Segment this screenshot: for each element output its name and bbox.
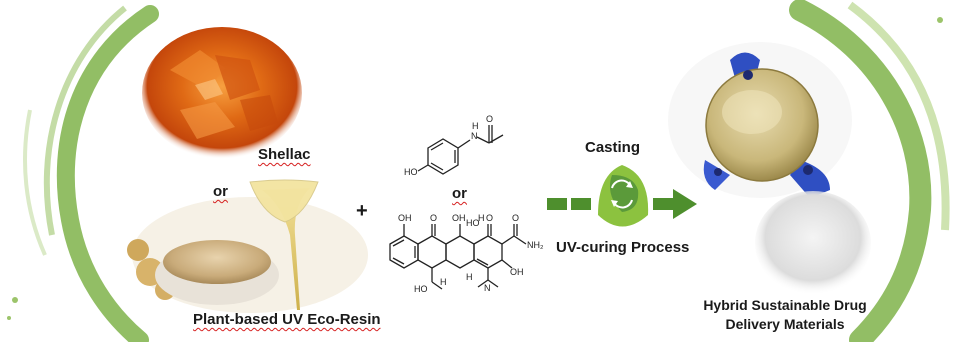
chem-label: O	[430, 213, 438, 223]
or-left-label: or	[213, 183, 228, 200]
white-film-image	[755, 191, 871, 295]
chem-label: N	[484, 283, 491, 293]
film-disc-image	[668, 42, 852, 198]
chem-label: H	[472, 121, 479, 131]
resin-label: Plant-based UV Eco-Resin	[193, 311, 381, 328]
chem-label: OH	[452, 213, 466, 223]
chem-label: H	[440, 277, 447, 287]
tetracycline-structure	[389, 224, 527, 290]
chem-label: OH	[398, 213, 412, 223]
chem-label: HO	[404, 167, 418, 177]
product-label-line1: Hybrid Sustainable Drug	[703, 297, 867, 313]
chem-label: H	[466, 272, 473, 282]
recycle-leaf-icon	[598, 165, 649, 227]
decorative-green-frame	[7, 0, 950, 342]
chem-label: NH₂	[527, 240, 544, 250]
product-label: Hybrid Sustainable Drug Delivery Materia…	[680, 296, 890, 334]
chem-label: O	[486, 213, 494, 223]
plus-sign: +	[356, 200, 368, 222]
chem-label: N	[471, 131, 478, 141]
shellac-label: Shellac	[258, 146, 311, 163]
green-arrow-icon	[547, 198, 591, 210]
uv-curing-label: UV-curing Process	[556, 239, 690, 256]
chem-label: H	[478, 213, 485, 223]
green-arrow-icon	[653, 189, 697, 219]
shellac-image	[142, 27, 302, 159]
chem-label: HO	[414, 284, 428, 294]
chem-label: HO	[466, 218, 480, 228]
chem-label: O	[512, 213, 520, 223]
chem-label: O	[486, 114, 494, 124]
casting-label: Casting	[585, 139, 641, 156]
or-middle-label: or	[452, 185, 467, 202]
chem-label: OH	[510, 267, 524, 277]
product-label-line2: Delivery Materials	[725, 316, 845, 332]
paracetamol-structure	[417, 125, 504, 175]
plant-resin-image	[127, 179, 368, 313]
